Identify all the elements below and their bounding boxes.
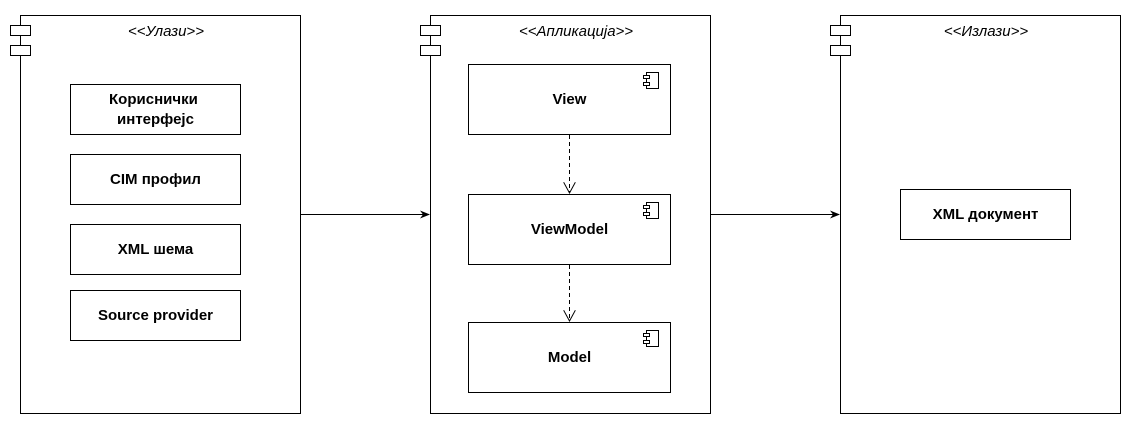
inputs-stereotype: <<Улази>> xyxy=(128,23,204,40)
input-item-label: XML шема xyxy=(118,241,194,258)
input-item-label: Source provider xyxy=(98,307,213,324)
component-label: ViewModel xyxy=(531,221,608,238)
component-icon xyxy=(643,202,659,219)
input-item-source-provider[interactable]: Source provider xyxy=(70,290,241,341)
component-icon xyxy=(10,25,31,56)
component-icon xyxy=(643,72,659,89)
inputs-container: <<Улази>> Кориснички интерфејс CIM профи… xyxy=(10,15,301,414)
component-icon xyxy=(643,330,659,347)
outputs-stereotype: <<Излази>> xyxy=(944,23,1028,40)
input-item-xml-schema[interactable]: XML шема xyxy=(70,224,241,275)
component-viewmodel[interactable]: ViewModel xyxy=(468,194,671,265)
input-item-label: CIM профил xyxy=(110,171,201,188)
input-item-user-interface[interactable]: Кориснички интерфејс xyxy=(70,84,241,135)
application-container: <<Апликација>> View ViewModel xyxy=(420,15,711,414)
input-item-label: Кориснички интерфејс xyxy=(109,91,202,128)
component-view[interactable]: View xyxy=(468,64,671,135)
component-label: Model xyxy=(548,349,591,366)
component-model[interactable]: Model xyxy=(468,322,671,393)
component-icon xyxy=(420,25,441,56)
outputs-container: <<Излази>> XML документ xyxy=(830,15,1121,414)
input-item-cim-profile[interactable]: CIM профил xyxy=(70,154,241,205)
output-item-xml-document[interactable]: XML документ xyxy=(900,189,1071,240)
application-stereotype: <<Апликација>> xyxy=(519,23,633,40)
component-icon xyxy=(830,25,851,56)
component-label: View xyxy=(553,91,587,108)
output-item-label: XML документ xyxy=(933,206,1039,223)
